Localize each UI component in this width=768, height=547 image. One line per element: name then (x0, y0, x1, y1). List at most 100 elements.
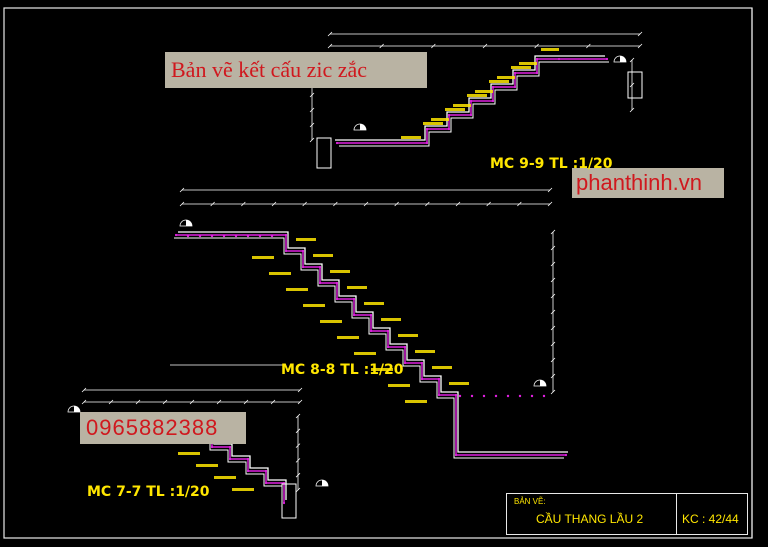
level-marker-icon (360, 124, 366, 130)
slab-outline (335, 55, 605, 141)
section-label-9-9: MC 9-9 TL :1/20 (490, 156, 613, 172)
dimension-tick (394, 201, 399, 207)
dimension-tick (550, 277, 556, 283)
rebar-dot (352, 297, 356, 301)
dimension-tick (547, 201, 553, 207)
rebar-dot (447, 127, 451, 131)
rebar-annotation (252, 256, 274, 259)
rebar-annotation (347, 286, 367, 289)
dimension-tick (629, 107, 635, 113)
dimension-tick (363, 201, 369, 207)
dimension-tick (309, 122, 315, 128)
dimension-tick (189, 399, 195, 405)
rebar-dot (258, 234, 262, 238)
dimension-tick (295, 428, 301, 434)
rebar-annotation (313, 254, 333, 257)
dimension-tick (302, 201, 307, 207)
rebar-dot (264, 469, 268, 473)
section-8-8-drawing (170, 187, 568, 459)
rebar-annotation (405, 400, 427, 403)
rebar-dot (557, 57, 561, 61)
rebar-annotation (475, 90, 493, 93)
title-block-drawing-name: CẦU THANG LẦU 2 (536, 512, 644, 526)
dimension-tick (297, 399, 303, 405)
dimension-tick (425, 201, 430, 207)
dimension-tick (295, 458, 301, 463)
dimension-tick (216, 399, 222, 405)
dimension-tick (270, 399, 276, 405)
dimension-tick (210, 201, 215, 207)
dimension-tick (637, 43, 643, 49)
dimension-tick (482, 43, 488, 49)
dimension-tick (162, 399, 168, 405)
rebar-annotation (214, 476, 236, 479)
rebar-dot (425, 141, 429, 145)
dimension-tick (629, 57, 635, 63)
dimension-tick (297, 387, 303, 393)
dimension-tick (309, 107, 315, 113)
rebar-annotation (401, 136, 421, 139)
rebar-annotation (519, 62, 537, 65)
dimension-tick (271, 201, 277, 207)
dimension-tick (241, 201, 246, 207)
dimension-tick (550, 357, 556, 363)
rebar-dot (270, 234, 274, 238)
rebar-dot (246, 234, 250, 238)
dimension-tick (295, 472, 301, 478)
rebar-dot (403, 345, 407, 349)
rebar-annotation (445, 108, 465, 111)
rebar-annotation (423, 122, 443, 125)
dimension-tick (455, 201, 461, 207)
rebar-dot (186, 234, 190, 238)
rebar-annotation (296, 238, 316, 241)
rebar-annotation (364, 302, 384, 305)
rebar-dot (318, 265, 322, 269)
rebar-annotation (431, 118, 449, 121)
rebar-annotation (354, 352, 376, 355)
dimension-tick (550, 373, 556, 379)
rebar-dot (458, 394, 462, 398)
slab-underside (174, 237, 564, 459)
dimension-tick (550, 261, 556, 267)
dimension-tick (309, 92, 315, 98)
rebar-annotation (511, 66, 531, 69)
dimension-tick (333, 201, 338, 207)
dimension-tick (108, 399, 114, 405)
support-beam (627, 71, 643, 99)
rebar-dot (386, 345, 390, 349)
rebar-dot (542, 394, 546, 398)
rebar-dot (530, 394, 534, 398)
dimension-tick (327, 31, 333, 37)
support-beam (281, 483, 297, 519)
rebar-dot (335, 281, 339, 285)
rebar-dot (470, 394, 474, 398)
rebar-dot (491, 99, 495, 103)
rebar-dot (301, 249, 305, 253)
rebar-annotation (467, 94, 487, 97)
rebar-dot (369, 313, 373, 317)
title-block-sheet: KC : 42/44 (682, 512, 739, 526)
rebar-dot (222, 234, 226, 238)
rebar-line (176, 234, 566, 456)
rebar-dot (513, 71, 517, 75)
rebar-annotation (497, 76, 515, 79)
dimension-tick (431, 43, 436, 49)
dimension-tick (135, 399, 141, 405)
level-marker-icon (74, 406, 80, 412)
rebar-annotation (232, 488, 254, 491)
section-label-7-7: MC 7-7 TL :1/20 (87, 484, 210, 500)
dimension-tick (309, 137, 315, 143)
rebar-dot (605, 57, 609, 61)
rebar-dot (335, 141, 339, 145)
rebar-dot (513, 85, 517, 89)
rebar-annotation (415, 350, 435, 353)
rebar-annotation (269, 272, 291, 275)
rebar-annotation (371, 368, 393, 371)
rebar-dot (535, 57, 539, 61)
rebar-dot (535, 71, 539, 75)
rebar-annotation (320, 320, 342, 323)
slab-underside (339, 61, 609, 147)
rebar-dot (469, 113, 473, 117)
section-9-9-drawing (309, 31, 643, 169)
rebar-dot (437, 377, 441, 381)
